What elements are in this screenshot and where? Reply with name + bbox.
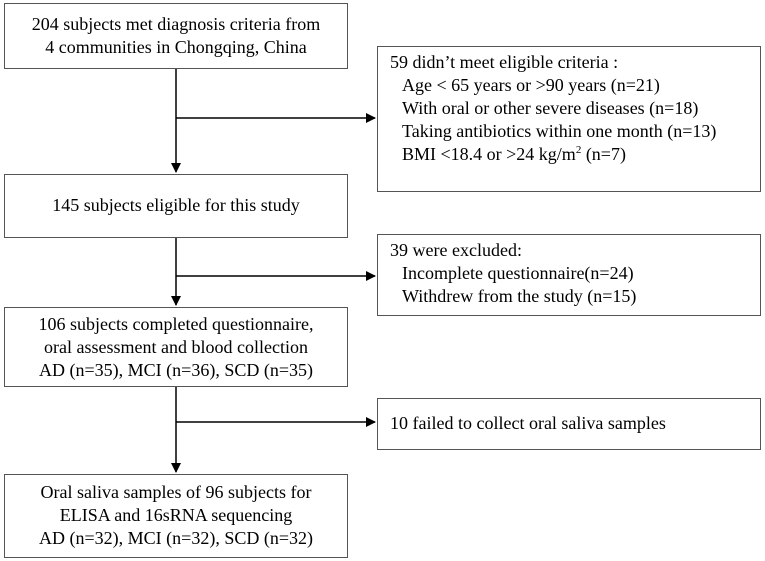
saliva-failure-box: 10 failed to collect oral saliva samples [377, 398, 761, 450]
completed-line-2: oral assessment and blood collection [44, 337, 308, 357]
exclusion-item-bmi: BMI <18.4 or >24 kg/m2 (n=7) [390, 143, 760, 166]
recruitment-box: 204 subjects met diagnosis criteria from… [4, 3, 348, 69]
recruitment-line-2: 4 communities in Chongqing, China [45, 37, 307, 57]
exclusion-criteria-box: 59 didn’t meet eligible criteria : Age <… [377, 46, 761, 192]
saliva-samples-box: Oral saliva samples of 96 subjects for E… [4, 474, 348, 558]
exclusion-criteria-title: 59 didn’t meet eligible criteria : [390, 52, 619, 72]
saliva-line-2: ELISA and 16sRNA sequencing [59, 505, 293, 525]
saliva-failure-text: 10 failed to collect oral saliva samples [390, 413, 666, 433]
completed-line-3: AD (n=35), MCI (n=36), SCD (n=35) [39, 360, 313, 380]
excluded-item-questionnaire: Incomplete questionnaire(n=24) [402, 263, 634, 283]
completed-line-1: 106 subjects completed questionnaire, [38, 314, 314, 334]
exclusion-item-age: Age < 65 years or >90 years (n=21) [402, 75, 660, 95]
exclusion-item-disease: With oral or other severe diseases (n=18… [402, 98, 699, 118]
excluded-item-withdrew: Withdrew from the study (n=15) [402, 286, 637, 306]
bmi-count: (n=7) [581, 144, 626, 164]
eligible-box: 145 subjects eligible for this study [4, 174, 348, 238]
excluded-title: 39 were excluded: [390, 240, 522, 260]
bmi-superscript: 2 [575, 144, 582, 156]
completed-box: 106 subjects completed questionnaire, or… [4, 307, 348, 387]
bmi-text: BMI <18.4 or >24 kg/m [402, 144, 576, 164]
recruitment-line-1: 204 subjects met diagnosis criteria from [31, 14, 321, 34]
saliva-line-1: Oral saliva samples of 96 subjects for [40, 482, 312, 502]
eligible-line-1: 145 subjects eligible for this study [52, 195, 300, 215]
exclusion-item-antibiotics: Taking antibiotics within one month (n=1… [402, 121, 717, 141]
saliva-line-3: AD (n=32), MCI (n=32), SCD (n=32) [39, 528, 313, 548]
excluded-box: 39 were excluded: Incomplete questionnai… [377, 234, 761, 316]
